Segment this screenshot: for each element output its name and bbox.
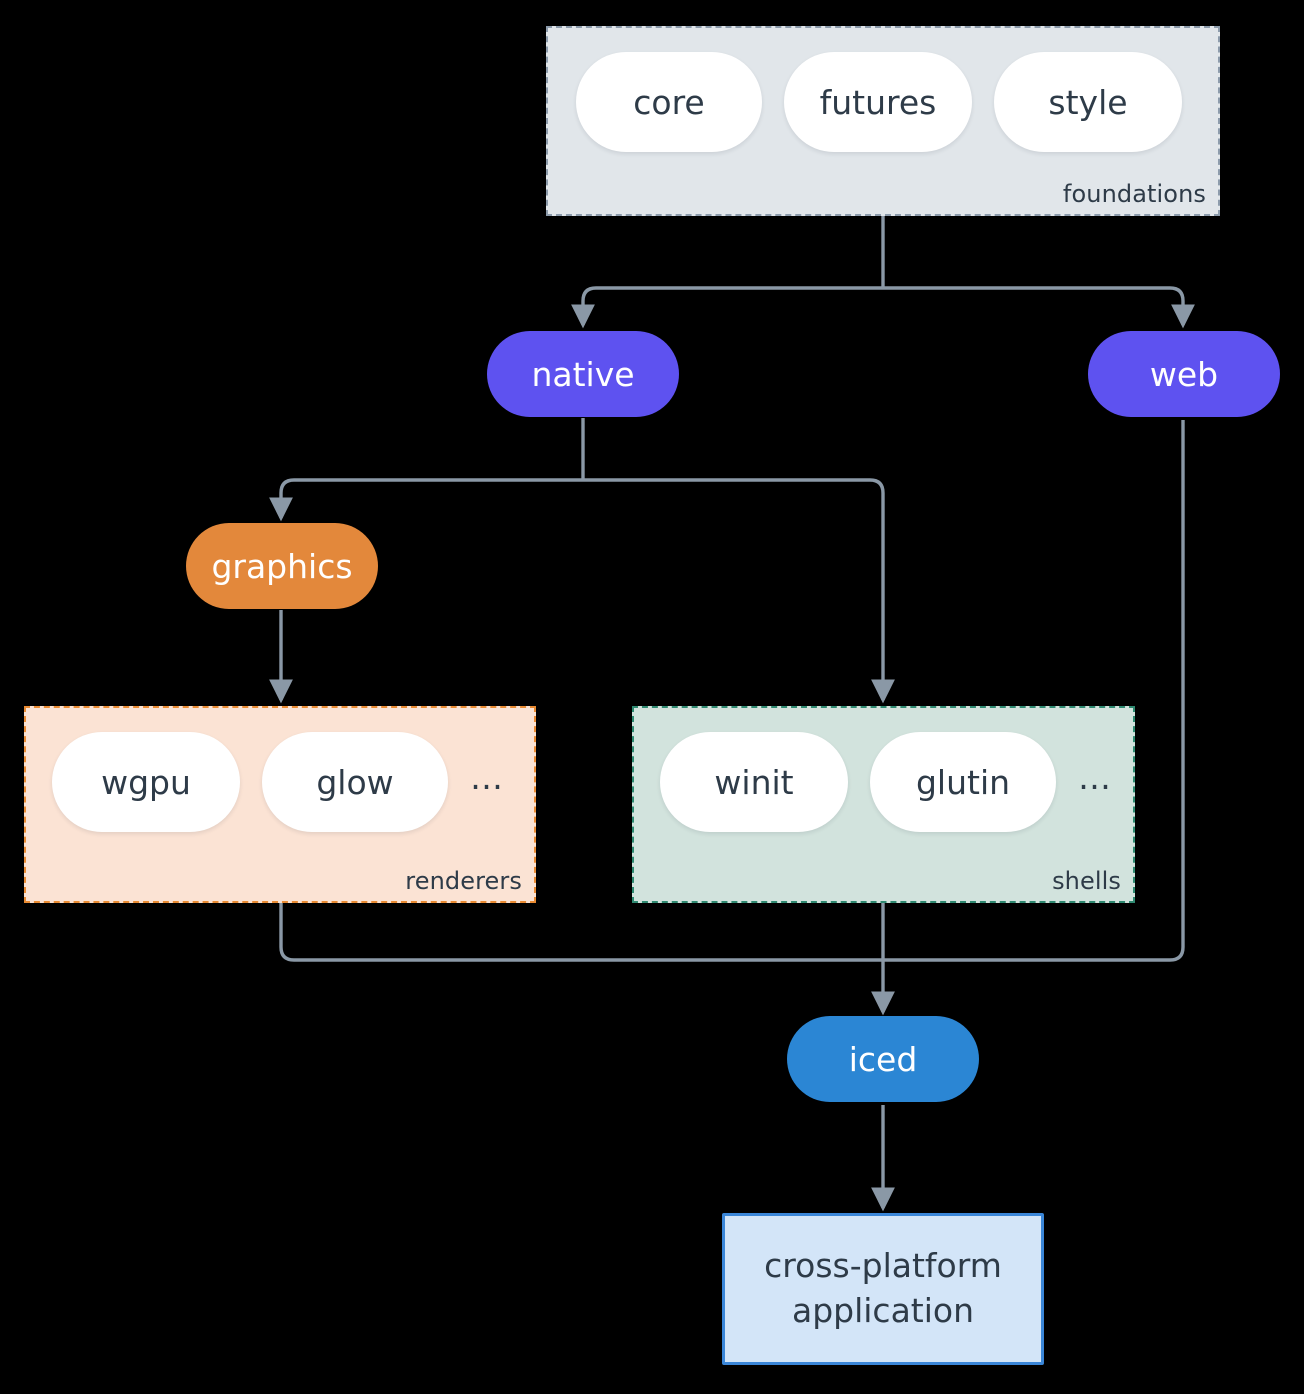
node-native[interactable]: native bbox=[487, 331, 679, 417]
node-web[interactable]: web bbox=[1088, 331, 1280, 417]
cluster-foundations-items: core futures style bbox=[576, 52, 1182, 152]
renderers-more-ellipsis: … bbox=[470, 757, 503, 797]
pill-winit-label: winit bbox=[714, 762, 794, 802]
application-line-1: cross-platform bbox=[764, 1246, 1002, 1286]
pill-style-label: style bbox=[1048, 82, 1128, 122]
pill-wgpu[interactable]: wgpu bbox=[52, 732, 240, 832]
cluster-shells: winit glutin … shells bbox=[632, 706, 1135, 903]
edge-foundations-to-web bbox=[883, 286, 1195, 329]
cluster-shells-label: shells bbox=[1052, 867, 1121, 895]
node-graphics-label: graphics bbox=[211, 546, 353, 586]
pill-style[interactable]: style bbox=[994, 52, 1182, 152]
node-native-label: native bbox=[531, 354, 635, 394]
edge-renderers-to-iced bbox=[279, 903, 883, 962]
pill-glow-label: glow bbox=[316, 762, 394, 802]
cluster-foundations: core futures style foundations bbox=[546, 26, 1220, 216]
node-web-label: web bbox=[1149, 354, 1219, 394]
cluster-renderers-label: renderers bbox=[405, 867, 522, 895]
cluster-renderers: wgpu glow … renderers bbox=[24, 706, 536, 903]
node-cross-platform-application[interactable]: cross-platform application bbox=[722, 1213, 1044, 1365]
pill-core-label: core bbox=[633, 82, 705, 122]
cluster-foundations-label: foundations bbox=[1062, 180, 1206, 208]
node-iced[interactable]: iced bbox=[787, 1016, 979, 1102]
edge-native-to-graphics bbox=[269, 478, 583, 522]
pill-wgpu-label: wgpu bbox=[101, 762, 191, 802]
node-iced-label: iced bbox=[848, 1039, 918, 1079]
pill-winit[interactable]: winit bbox=[660, 732, 848, 832]
shells-more-ellipsis: … bbox=[1078, 757, 1111, 797]
pill-glutin-label: glutin bbox=[915, 762, 1011, 802]
cluster-renderers-items: wgpu glow … bbox=[52, 732, 503, 832]
application-line-2: application bbox=[791, 1291, 975, 1330]
cluster-shells-items: winit glutin … bbox=[660, 732, 1111, 832]
edge-foundations-to-native bbox=[571, 286, 883, 329]
pill-futures-label: futures bbox=[819, 82, 937, 122]
pill-glow[interactable]: glow bbox=[262, 732, 448, 832]
pill-glutin[interactable]: glutin bbox=[870, 732, 1056, 832]
edge-native-to-shells bbox=[583, 478, 895, 704]
pill-core[interactable]: core bbox=[576, 52, 762, 152]
node-graphics[interactable]: graphics bbox=[186, 523, 378, 609]
pill-futures[interactable]: futures bbox=[784, 52, 972, 152]
